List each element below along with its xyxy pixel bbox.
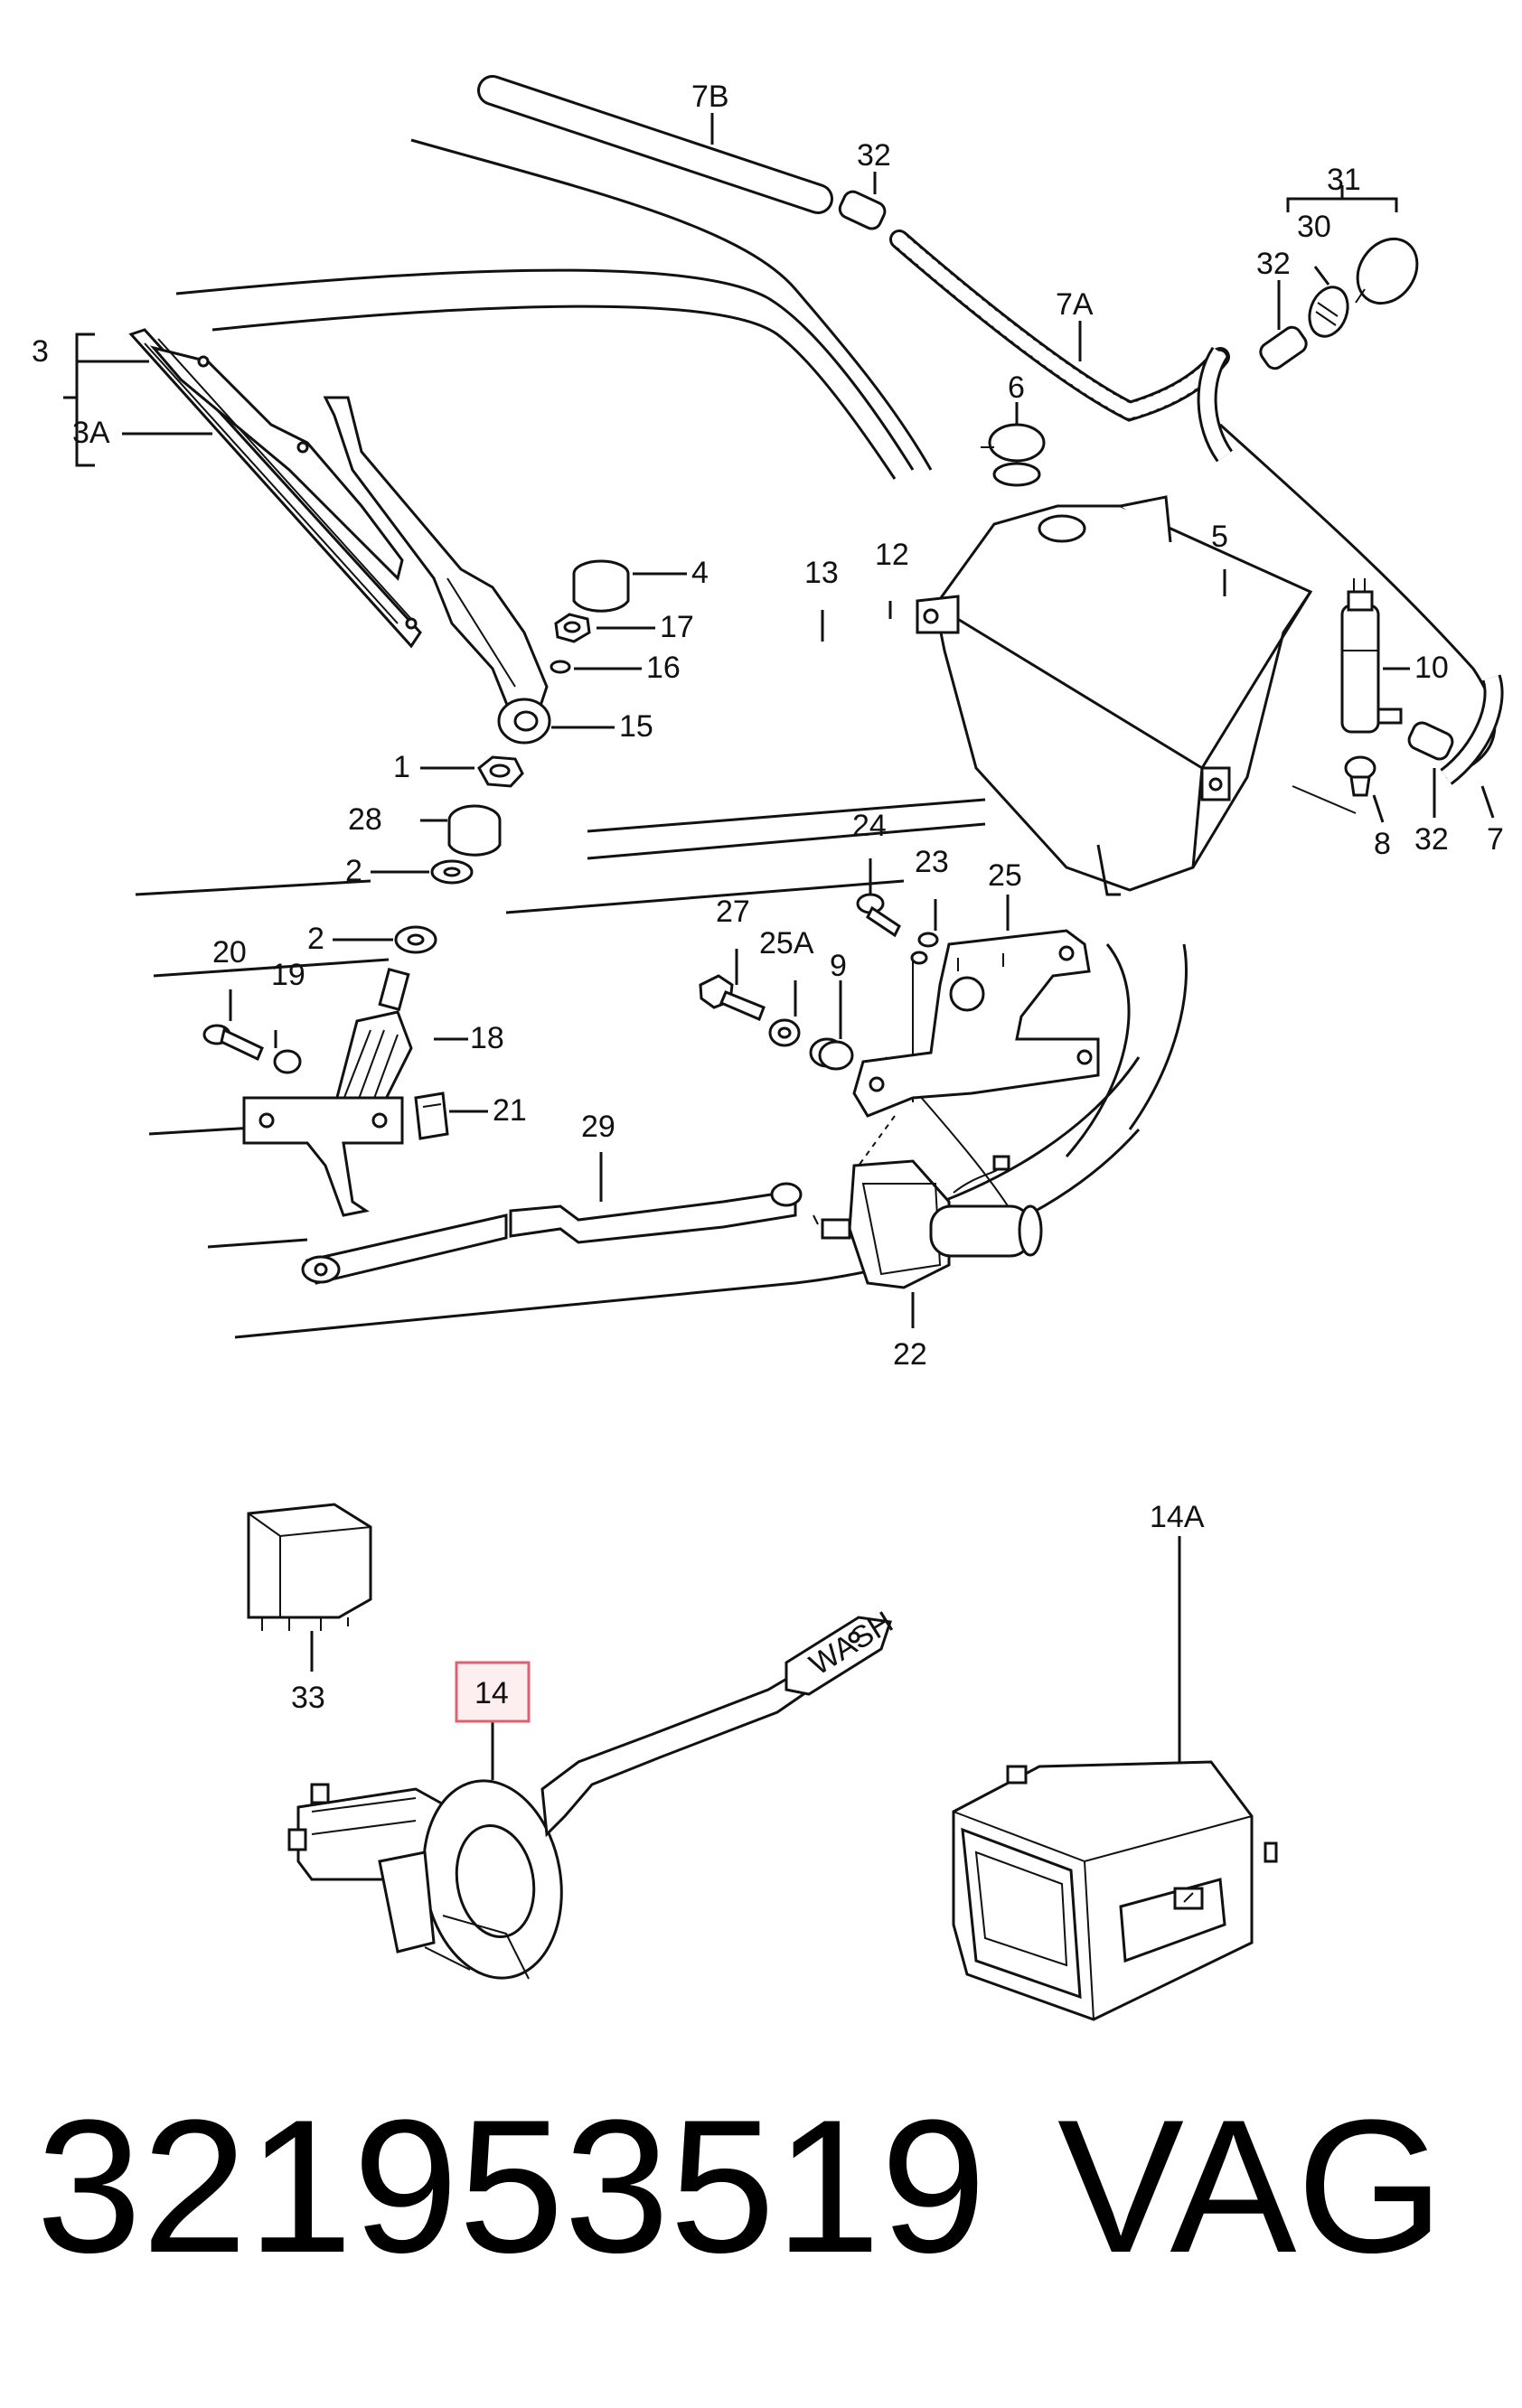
label-32-top: 32 (857, 138, 891, 173)
hose-connector-32-mid (1259, 325, 1308, 370)
label-8: 8 (1374, 827, 1391, 861)
label-7A: 7A (1056, 287, 1094, 322)
label-24: 24 (852, 809, 887, 843)
washer-nozzle-30 (1308, 286, 1349, 338)
hose-7B (477, 75, 833, 214)
washer-19 (273, 1049, 302, 1074)
label-31: 31 (1327, 163, 1361, 197)
label-17: 17 (660, 610, 694, 644)
clip-23 (910, 932, 939, 965)
label-14A: 14A (1150, 1500, 1205, 1534)
nut-1 (477, 755, 524, 788)
cap-4 (572, 559, 630, 613)
bushing-28 (447, 804, 502, 857)
bolt-27 (699, 974, 766, 1021)
hose-connector-32-top (838, 190, 887, 230)
bolt-24 (856, 893, 901, 938)
label-3: 3 (32, 334, 49, 369)
label-1: 1 (393, 750, 410, 784)
label-27: 27 (716, 895, 750, 929)
hose-7 (1218, 423, 1504, 785)
washer-2-lower-hole (407, 933, 425, 946)
label-3A: 3A (72, 416, 110, 450)
dash-line-pump (1292, 785, 1357, 814)
label-15: 15 (619, 709, 653, 744)
bracket-31 (1286, 185, 1398, 212)
label-32-right: 32 (1414, 822, 1449, 857)
wiper-motor-22 (813, 1155, 1043, 1289)
grommet-8 (1344, 755, 1376, 797)
washer-2-upper-hole (443, 867, 461, 877)
label-16: 16 (646, 651, 681, 685)
callout-labels: 7B 32 31 30 32 7A 3 3A 6 4 13 12 5 17 16… (32, 80, 1504, 1715)
washer-pump-10 (1340, 578, 1403, 734)
label-14: 14 (474, 1676, 509, 1710)
label-7: 7 (1487, 822, 1504, 857)
nut-17 (554, 613, 591, 643)
label-33: 33 (291, 1681, 325, 1715)
label-23: 23 (915, 845, 949, 879)
label-25: 25 (988, 858, 1022, 893)
washer-nozzle-cap-31 (1355, 237, 1419, 305)
hose-7A (889, 230, 1234, 463)
label-2-upper: 2 (345, 854, 362, 888)
lever-wash-text: WASH (803, 1605, 899, 1682)
leader-lines (229, 113, 1495, 1780)
label-2-lower: 2 (307, 922, 324, 956)
label-25A: 25A (759, 926, 814, 960)
clip-21 (414, 1092, 449, 1140)
wiper-pivot-18 (242, 967, 413, 1217)
label-18: 18 (470, 1021, 504, 1055)
label-22: 22 (893, 1337, 927, 1372)
footer: 321953519 VAG (36, 2069, 1500, 2304)
label-20: 20 (212, 935, 247, 970)
wiper-blade-3 (128, 328, 422, 649)
wiper-arm-15 (323, 396, 551, 745)
bracket-25 (852, 929, 1100, 1118)
label-4: 4 (691, 556, 709, 590)
combination-switch-14: WASH (287, 1605, 899, 1980)
brand-name: VAG (1057, 2080, 1444, 2292)
label-28: 28 (348, 802, 382, 837)
label-19: 19 (271, 958, 305, 992)
label-10: 10 (1414, 651, 1449, 685)
bracket-3 (63, 333, 95, 467)
label-30: 30 (1297, 210, 1331, 244)
linkage-rod-29 (301, 1182, 803, 1285)
label-6: 6 (1008, 370, 1025, 405)
bushing-9 (809, 1037, 854, 1071)
dash-line-motor (858, 1115, 896, 1167)
nut-25A (768, 1018, 801, 1047)
label-29: 29 (581, 1110, 615, 1144)
washer-16 (550, 660, 571, 674)
label-7B: 7B (691, 80, 729, 114)
label-32-mid: 32 (1256, 247, 1291, 281)
relay-33 (247, 1503, 372, 1631)
label-9: 9 (830, 949, 847, 983)
washer-reservoir-5 (916, 495, 1313, 896)
hose-clamp-6 (981, 423, 1046, 487)
label-21: 21 (493, 1093, 527, 1128)
switch-14A (952, 1760, 1278, 2021)
hose-connector-32-right (1407, 721, 1454, 761)
screw-20 (202, 1024, 264, 1062)
label-13: 13 (804, 556, 839, 590)
label-12: 12 (875, 538, 909, 572)
part-number: 321953519 (36, 2080, 987, 2292)
label-5: 5 (1211, 520, 1228, 554)
highlight-box-14 (455, 1661, 531, 1723)
